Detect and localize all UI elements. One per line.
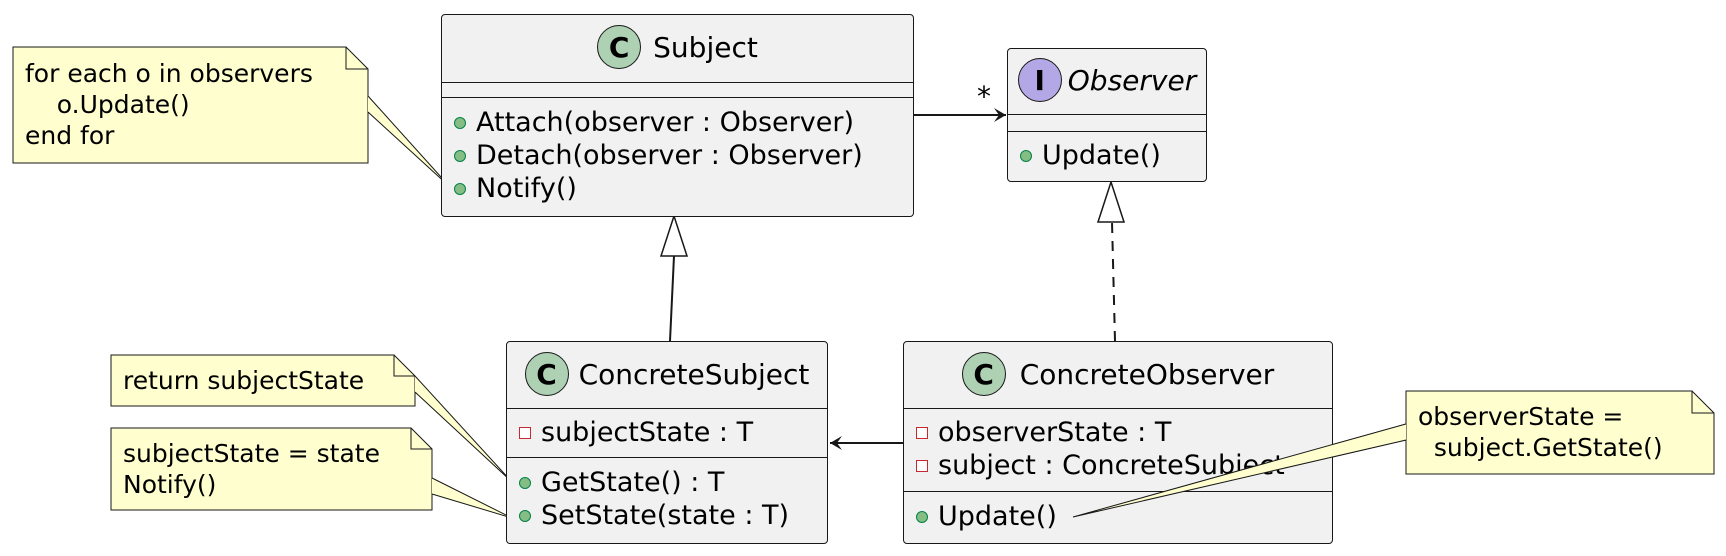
subject-class[interactable]: C Subject Attach(observer : Observer) De… (441, 14, 914, 217)
private-marker-icon (916, 427, 928, 439)
class-icon: C (524, 352, 569, 396)
note-notify (12, 46, 369, 164)
method-row: Update() (1020, 140, 1161, 172)
public-marker-icon (519, 477, 531, 489)
note-set-state-pointer (431, 477, 513, 519)
method-row: Attach(observer : Observer) (454, 107, 854, 139)
class-icon: C (961, 352, 1006, 396)
public-marker-icon (454, 183, 466, 195)
note-notify-text: for each o in observers o.Update() end f… (25, 59, 313, 150)
note-notify-pointer (367, 95, 451, 188)
concrete-observer-class[interactable]: C ConcreteObserver observerState : T sub… (903, 341, 1333, 544)
note-set-state-text: subjectState = state Notify() (123, 439, 380, 499)
method-row: GetState() : T (519, 467, 724, 499)
private-marker-icon (519, 427, 531, 439)
concrete-subject-class[interactable]: C ConcreteSubject subjectState : T GetSt… (506, 341, 828, 544)
field-row: observerState : T (916, 417, 1171, 449)
realization-arrowhead (1096, 179, 1126, 223)
public-marker-icon (519, 510, 531, 522)
class-name: ConcreteSubject (578, 357, 810, 391)
public-marker-icon (454, 150, 466, 162)
class-icon: C (597, 25, 642, 69)
note-get-state-text: return subjectState (123, 366, 365, 395)
method-row: Update() (916, 501, 1057, 533)
private-marker-icon (916, 460, 928, 472)
generalization-line (669, 255, 675, 342)
method-row: Detach(observer : Observer) (454, 140, 863, 172)
class-name: ConcreteObserver (1019, 357, 1275, 391)
method-row: Notify() (454, 173, 577, 205)
field-row: subject : ConcreteSubject (916, 450, 1285, 482)
interface-icon: I (1017, 58, 1062, 102)
multiplicity-label: * (977, 80, 991, 113)
field-row: subjectState : T (519, 417, 753, 449)
note-update-text: observerState = subject.GetState() (1418, 402, 1663, 462)
method-row: SetState(state : T) (519, 500, 789, 532)
public-marker-icon (916, 511, 928, 523)
class-name: Subject (653, 30, 758, 64)
observer-interface[interactable]: I Observer Update() (1007, 48, 1207, 182)
generalization-arrowhead (659, 213, 689, 257)
realization-line (1111, 221, 1116, 342)
public-marker-icon (1020, 150, 1032, 162)
interface-name: Observer (1067, 63, 1197, 97)
public-marker-icon (454, 117, 466, 129)
